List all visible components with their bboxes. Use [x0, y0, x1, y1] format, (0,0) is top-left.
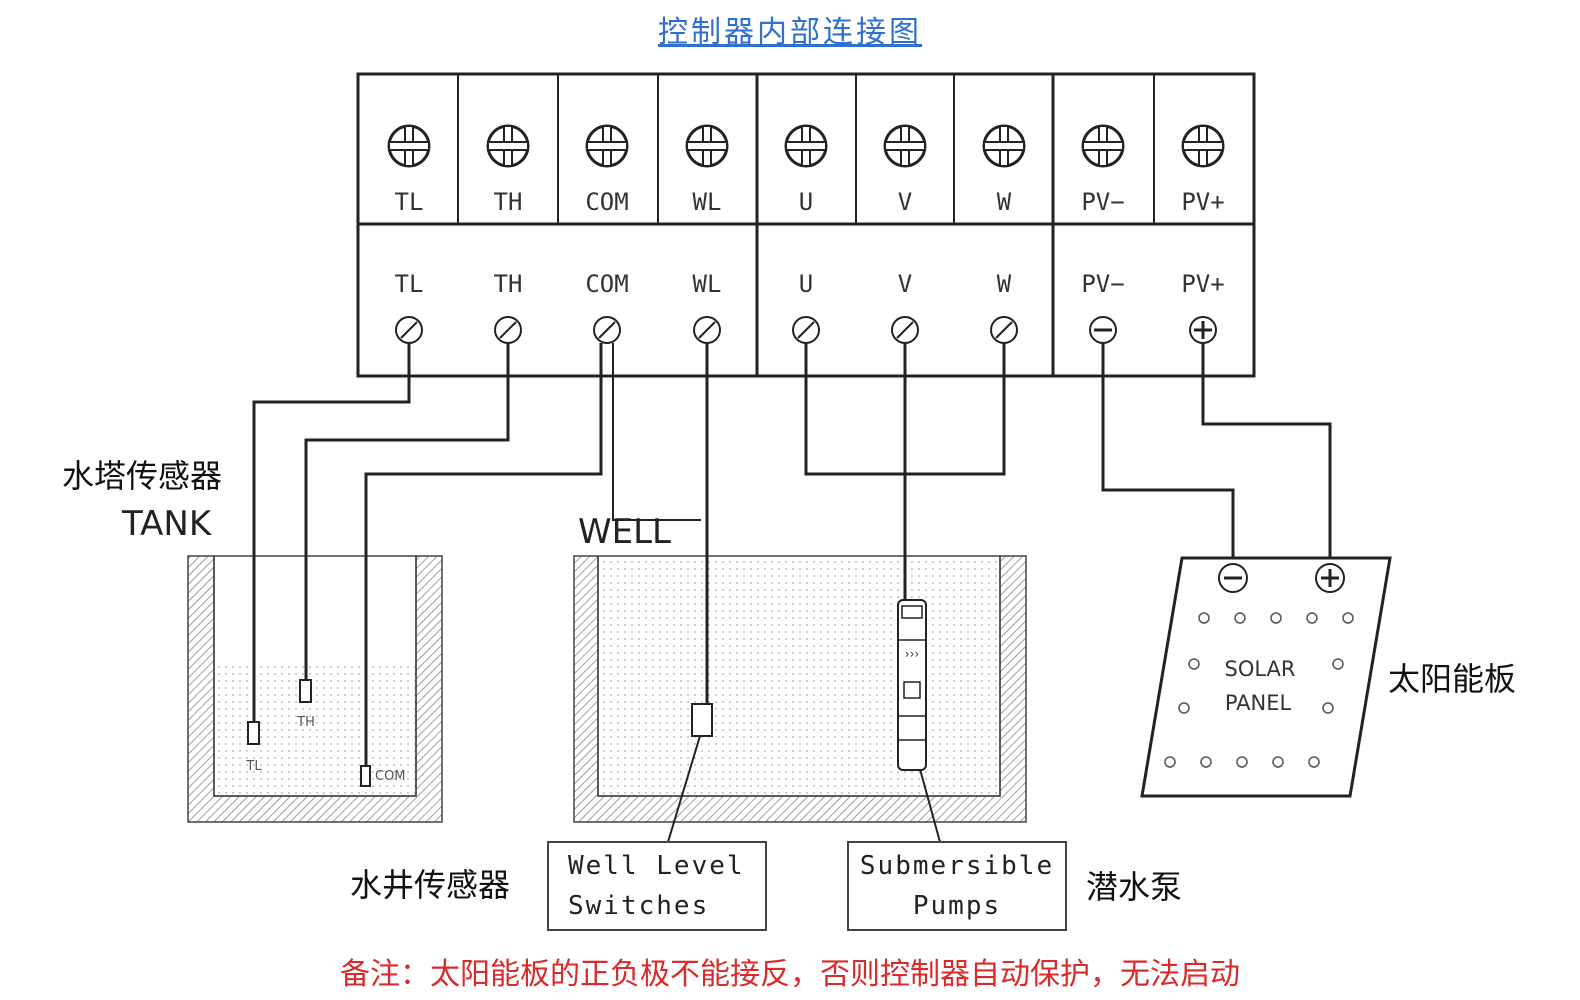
terminal-label-pv-minus: PV−	[1081, 270, 1124, 298]
wire-com-tank	[364, 343, 603, 766]
terminal-label-v: V	[898, 270, 912, 298]
wire-com-well	[612, 343, 701, 521]
sensor-label-tl: TL	[245, 759, 262, 774]
screw-cross-icon	[883, 124, 927, 168]
terminal-label-top-pv-minus: PV−	[1081, 188, 1124, 216]
terminal-label-w: W	[997, 270, 1012, 298]
bottom-terminal-labels: TL TH COM WL U V W PV− PV+	[395, 270, 1225, 298]
terminal-label-u: U	[799, 270, 813, 298]
screw-cross-icon	[585, 124, 629, 168]
wire-pv-plus	[1201, 343, 1332, 566]
screw-cross-icon	[1181, 124, 1225, 168]
top-screw-icons	[387, 124, 1225, 168]
submersible-pump-box: Submersible Pumps	[847, 841, 1067, 931]
screw-cross-icon	[1081, 124, 1125, 168]
screw-cross-icon	[784, 124, 828, 168]
screw-cross-icon	[486, 124, 530, 168]
terminal-label-top-th: TH	[494, 188, 523, 216]
screw-cross-icon	[982, 124, 1026, 168]
terminal-label-top-w: W	[997, 188, 1012, 216]
tank-en-label: TANK	[121, 504, 213, 544]
solar-panel-text-2: PANEL	[1225, 691, 1292, 715]
wire-th	[304, 343, 510, 680]
submersible-pump-icon: ›››	[897, 599, 927, 771]
tank-sensor-cn-label: 水塔传感器	[62, 457, 222, 495]
diagram-title: 控制器内部连接图	[658, 15, 922, 50]
switch-box-line-1: Well Level	[568, 851, 745, 881]
screw-cross-icon	[685, 124, 729, 168]
wire-pv-minus	[1101, 343, 1235, 566]
terminal-label-th: TH	[494, 270, 523, 298]
pump-box-line-1: Submersible	[860, 851, 1054, 881]
well	[573, 555, 1027, 823]
switch-box-line-2: Switches	[568, 891, 709, 921]
solar-panel-cn-label: 太阳能板	[1388, 660, 1516, 698]
terminal-label-top-pv-plus: PV+	[1181, 188, 1224, 216]
sensor-label-th: TH	[296, 715, 315, 730]
terminal-label-com: COM	[585, 270, 628, 298]
leader-switch	[667, 735, 701, 843]
solar-panel-text-1: SOLAR	[1225, 657, 1296, 681]
terminal-label-tl: TL	[395, 270, 424, 298]
warning-note: 备注：太阳能板的正负极不能接反，否则控制器自动保护，无法启动	[340, 957, 1240, 992]
top-terminal-labels: TL TH COM WL U V W PV− PV+	[395, 188, 1225, 216]
well-level-switch-box: Well Level Switches	[547, 841, 767, 931]
pump-box-line-2: Pumps	[913, 891, 1001, 921]
controller-terminal-block	[356, 72, 1256, 378]
terminal-label-pv-plus: PV+	[1181, 270, 1224, 298]
well-sensor-cn-label: 水井传感器	[350, 866, 510, 904]
terminal-label-wl: WL	[693, 270, 722, 298]
well-level-sensor	[691, 703, 713, 737]
terminal-label-top-u: U	[799, 188, 813, 216]
wire-tl	[252, 343, 411, 722]
screw-slot-icon	[593, 316, 621, 344]
solar-panel: SOLAR PANEL	[1140, 556, 1392, 798]
minus-terminal-icon	[1218, 563, 1248, 593]
wires	[252, 343, 1332, 843]
terminal-label-top-tl: TL	[395, 188, 424, 216]
tank-sensors: TL TH COM	[245, 679, 406, 787]
svg-text:›››: ›››	[905, 647, 919, 661]
screw-cross-icon	[387, 124, 431, 168]
terminal-label-top-wl: WL	[693, 188, 722, 216]
terminal-label-top-com: COM	[585, 188, 628, 216]
well-en-label: WELL	[578, 512, 671, 552]
plus-terminal-icon	[1315, 563, 1345, 593]
terminal-label-top-v: V	[898, 188, 912, 216]
sensor-label-com: COM	[375, 769, 406, 784]
pump-cn-label: 潜水泵	[1086, 868, 1182, 906]
panel-cells	[1164, 612, 1354, 768]
sensor-th	[299, 679, 312, 703]
sensor-tl	[247, 721, 260, 745]
sensor-com	[360, 765, 371, 787]
